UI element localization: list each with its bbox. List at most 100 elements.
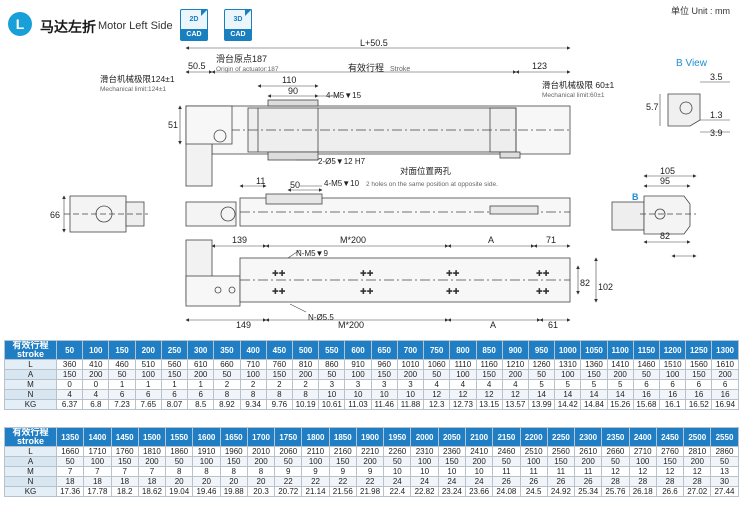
dim-51: 51 (168, 120, 178, 130)
table-cell: 13.57 (501, 399, 529, 410)
table-cell: 200 (464, 456, 494, 467)
table-cell: 20 (246, 476, 276, 487)
table-cell: 22.4 (383, 486, 412, 497)
table-cell: 18.2 (110, 486, 139, 497)
cad-3d-button[interactable]: 3D CAD (224, 9, 252, 41)
table-cell: 10 (318, 389, 346, 400)
row-label: M (4, 466, 57, 477)
table-cell: 360 (55, 359, 84, 370)
stroke-label-cn: 有效行程 (348, 62, 384, 73)
table-cell: 4 (475, 379, 503, 390)
table-cell: 9.76 (265, 399, 293, 410)
stroke-header-value: 2300 (574, 427, 603, 447)
table-cell: 150 (55, 369, 84, 380)
table-cell: 20 (165, 476, 194, 487)
table-cell: 1510 (659, 359, 687, 370)
table-cell: 2160 (328, 446, 357, 457)
b-view-marker: B (632, 192, 639, 202)
table-cell: 810 (291, 359, 320, 370)
table-cell: 22 (301, 476, 330, 487)
table-cell: 12 (501, 389, 529, 400)
dim-50: 50 (290, 180, 300, 190)
table-cell: 12.3 (423, 399, 451, 410)
table-cell: 14 (554, 389, 582, 400)
table-cell: 24.5 (519, 486, 548, 497)
table-cell: 100 (449, 369, 477, 380)
table-cell: 100 (301, 456, 330, 467)
stroke-header-value: 1050 (580, 340, 608, 360)
row-label: L (4, 446, 57, 457)
stroke-header-value: 250 (160, 340, 189, 360)
document-fold-icon (245, 9, 252, 16)
table-cell: 8 (165, 466, 194, 477)
table-cell: 2660 (601, 446, 630, 457)
dim-90: 90 (288, 86, 298, 96)
table-cell: 200 (82, 369, 110, 380)
stroke-header-value: 2550 (710, 427, 739, 447)
svg-text:✚✚: ✚✚ (272, 287, 286, 296)
table-cell: 2560 (546, 446, 576, 457)
table-cell: 50 (383, 456, 412, 467)
b-view-detail (667, 93, 701, 127)
end-section-view (611, 195, 696, 235)
stroke-header-value: 2050 (437, 427, 466, 447)
stroke-header-en: stroke (16, 436, 44, 446)
table-cell: 28 (601, 476, 630, 487)
variant-badge: L (8, 12, 32, 36)
table-cell: 8.92 (213, 399, 241, 410)
mech-limit-right-cn: 滑台机械极限 60±1 (542, 80, 614, 90)
table-cell: 2060 (274, 446, 303, 457)
table-cell: 19.04 (165, 486, 194, 497)
page-header: L 马达左折 Motor Left Side 2D CAD 3D CAD 单位 … (0, 0, 742, 50)
table-cell: 5 (527, 379, 556, 390)
table-cell: 18.62 (137, 486, 167, 497)
cad-2d-button[interactable]: 2D CAD (180, 9, 208, 41)
dimension-lines (62, 46, 730, 322)
table-cell: 20 (192, 476, 221, 487)
table-cell: 1610 (711, 359, 739, 370)
stroke-header-value: 550 (318, 340, 346, 360)
table-cell: 5 (554, 379, 582, 390)
table-cell: 8 (239, 389, 267, 400)
table-cell: 9 (328, 466, 357, 477)
table-cell: 5 (580, 379, 608, 390)
dim-66: 66 (50, 210, 60, 220)
table-cell: 24 (464, 476, 494, 487)
table-cell: 26.18 (628, 486, 657, 497)
table-cell: 27.02 (683, 486, 712, 497)
svg-text:✚✚: ✚✚ (446, 287, 460, 296)
table-cell: 150 (328, 456, 357, 467)
svg-text:✚✚: ✚✚ (446, 269, 460, 278)
table-cell: 2 (239, 379, 267, 390)
table-cell: 12 (628, 466, 657, 477)
stroke-header-value: 1200 (659, 340, 687, 360)
table-cell: 100 (83, 456, 112, 467)
table-cell: 9 (274, 466, 303, 477)
table-cell: 10 (383, 466, 412, 477)
table-cell: 21.56 (328, 486, 357, 497)
table-cell: 14.84 (580, 399, 608, 410)
table-cell: 28 (628, 476, 657, 487)
stroke-header-value: 2350 (601, 427, 630, 447)
dim-105: 105 (660, 166, 675, 176)
stroke-header-en: stroke (16, 349, 44, 359)
table-cell: 11 (492, 466, 521, 477)
table-cell: 3 (370, 379, 398, 390)
dim-139: 139 (232, 235, 247, 245)
table-cell: 17.78 (83, 486, 112, 497)
table-cell: 8 (265, 389, 293, 400)
table-cell: 6 (160, 389, 189, 400)
table-cell: 2760 (655, 446, 685, 457)
table-cell: 7.23 (108, 399, 136, 410)
table-cell: 27.44 (710, 486, 739, 497)
table-cell: 200 (711, 369, 739, 380)
stroke-header-value: 1150 (632, 340, 661, 360)
dim-a-top: A (488, 235, 494, 245)
table-cell: 4 (82, 389, 110, 400)
table-cell: 200 (574, 456, 603, 467)
table-cell: 4 (423, 379, 451, 390)
table-cell: 9.34 (239, 399, 267, 410)
